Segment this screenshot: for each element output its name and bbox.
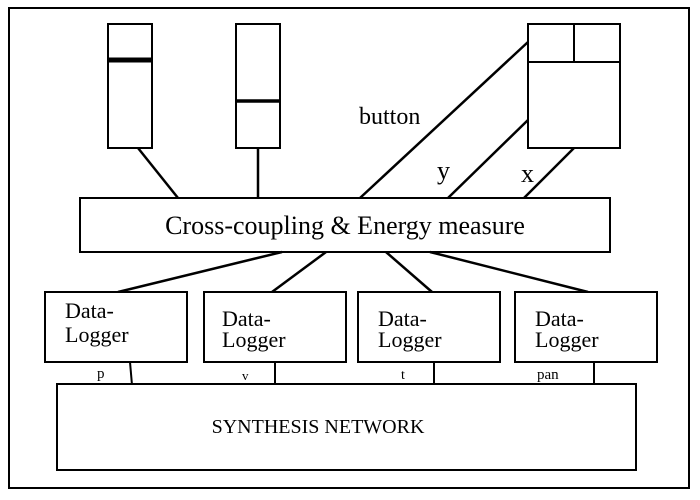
xy-controller [527,23,621,149]
x-label: x [521,159,534,188]
button-label: button [359,104,420,130]
slider-2-body [235,23,281,149]
data-logger-1-line1: Data- [65,298,114,323]
data-logger-4: Data- Logger [514,291,658,363]
data-logger-1: Data- Logger [44,291,188,363]
wire-logger-2 [271,250,327,294]
wire-output-p [129,361,133,386]
data-logger-3: Data- Logger [357,291,501,363]
data-logger-2-line2: Logger [222,327,286,352]
wire-logger-1 [117,250,283,294]
cross-coupling-label: Cross-coupling & Energy measure [165,211,525,240]
data-logger-3-box [357,291,501,363]
data-logger-2-line1: Data- [222,306,271,331]
outer-frame [8,7,690,489]
data-logger-3-line2: Logger [378,327,442,352]
wire-slider-1 [137,147,179,199]
synthesis-network-label: SYNTHESIS NETWORK [212,416,425,438]
data-logger-2-box [203,291,347,363]
cross-coupling-box [79,197,611,253]
output-label-p: p [97,366,105,382]
slider-1 [107,23,153,149]
data-logger-2: Data- Logger [203,291,347,363]
data-logger-4-box [514,291,658,363]
output-label-v: v [242,368,249,383]
data-logger-1-line2: Logger [65,322,129,347]
data-logger-1-box [44,291,188,363]
data-logger-3-line1: Data- [378,306,427,331]
data-logger-4-line2: Logger [535,327,599,352]
output-label-pan: pan [537,367,559,383]
output-label-t: t [401,368,405,383]
y-label: y [437,156,450,185]
wire-logger-4 [429,250,589,294]
wire-logger-3 [385,251,433,293]
data-logger-4-line1: Data- [535,306,584,331]
wire-y [447,119,529,199]
slider-2 [235,23,281,149]
wire-x [523,147,575,199]
wire-button [359,41,529,199]
synthesis-network-box [56,383,637,471]
slider-1-body [107,23,153,149]
